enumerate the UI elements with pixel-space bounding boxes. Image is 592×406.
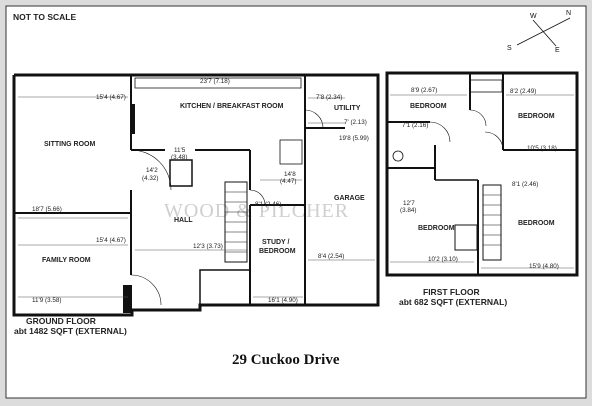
ground-floor-plan [12,73,380,317]
room-label-study-line1: STUDY / [262,239,290,246]
property-title: 29 Cuckoo Drive [232,352,340,368]
dimension-label: 11'9 (3.58) [32,297,61,304]
dimension-label: 10'5 (3.18) [527,145,557,152]
dimension-label: 18'7 (5.66) [32,206,62,213]
first-floor-caption: FIRST FLOOR [423,287,480,297]
dimension-label: 8'4 (2.54) [318,253,344,260]
first-floor-plan [385,71,579,277]
dimension-label: 14'2 [146,167,158,174]
dimension-label: 15'9 (4.80) [529,263,559,270]
dimension-label: 19'8 (5.99) [339,135,369,142]
dimension-label: 8'2 (2.49) [510,88,536,95]
room-label-kitchen: KITCHEN / BREAKFAST ROOM [180,103,284,110]
room-label-hall: HALL [174,217,193,224]
room-label-first-floor-bedroom: BEDROOM [518,113,555,120]
room-label-first-floor-bedroom: BEDROOM [410,103,447,110]
room-label-family-room: FAMILY ROOM [42,257,91,264]
ground-floor-caption: GROUND FLOOR [26,316,96,326]
room-label-first-floor-bedroom: BEDROOM [418,225,455,232]
dimension-label: 7' (2.13) [344,119,367,126]
page-frame [5,5,587,399]
dimension-label: (3.84) [400,207,416,214]
dimension-label: 12'3 (3.73) [193,243,223,250]
first-floor-dimension-lines [390,94,574,269]
dimension-label: 12'7 [403,200,415,207]
dimension-label: 8'9 (2.67) [411,87,437,94]
dimension-label: (3.48) [171,154,187,161]
room-label-utility: UTILITY [334,105,361,112]
dimension-label: 10'2 (3.10) [428,256,458,263]
dimension-label: 7'8 (2.34) [316,94,342,101]
dimension-label: 15'4 (4.67) [96,94,126,101]
ground-floor-area: abt 1482 SQFT (EXTERNAL) [14,326,127,336]
room-label-sitting-room: SITTING ROOM [44,141,96,148]
compass-east: E [555,47,560,54]
room-label-garage: GARAGE [334,195,365,202]
ground-floor-dimension-lines [18,87,375,298]
dimension-label: 15'4 (4.67) [96,237,126,244]
compass-south: S [507,45,512,52]
dimension-label: 16'1 (4.90) [268,297,298,304]
dimension-label: 11'5 [174,147,186,154]
dimension-label: 8'1 (2.46) [512,181,538,188]
not-to-scale-note: NOT TO SCALE [13,12,76,22]
room-label-first-floor-bedroom: BEDROOM [518,220,555,227]
dimension-label: 8'1 (2.46) [255,201,281,208]
compass-icon: N E S W [507,10,571,54]
dimension-label: (4.32) [142,175,158,182]
compass-west: W [530,13,537,20]
dimension-label: 23'7 (7.18) [200,78,230,85]
compass-north: N [566,10,571,17]
room-label-study-line2: BEDROOM [259,248,296,255]
dimension-label: 7'1 (2.16) [402,122,428,129]
dimension-label: 14'8 [284,171,296,178]
first-floor-area: abt 682 SQFT (EXTERNAL) [399,297,507,307]
dimension-label: (4.47) [280,178,296,185]
